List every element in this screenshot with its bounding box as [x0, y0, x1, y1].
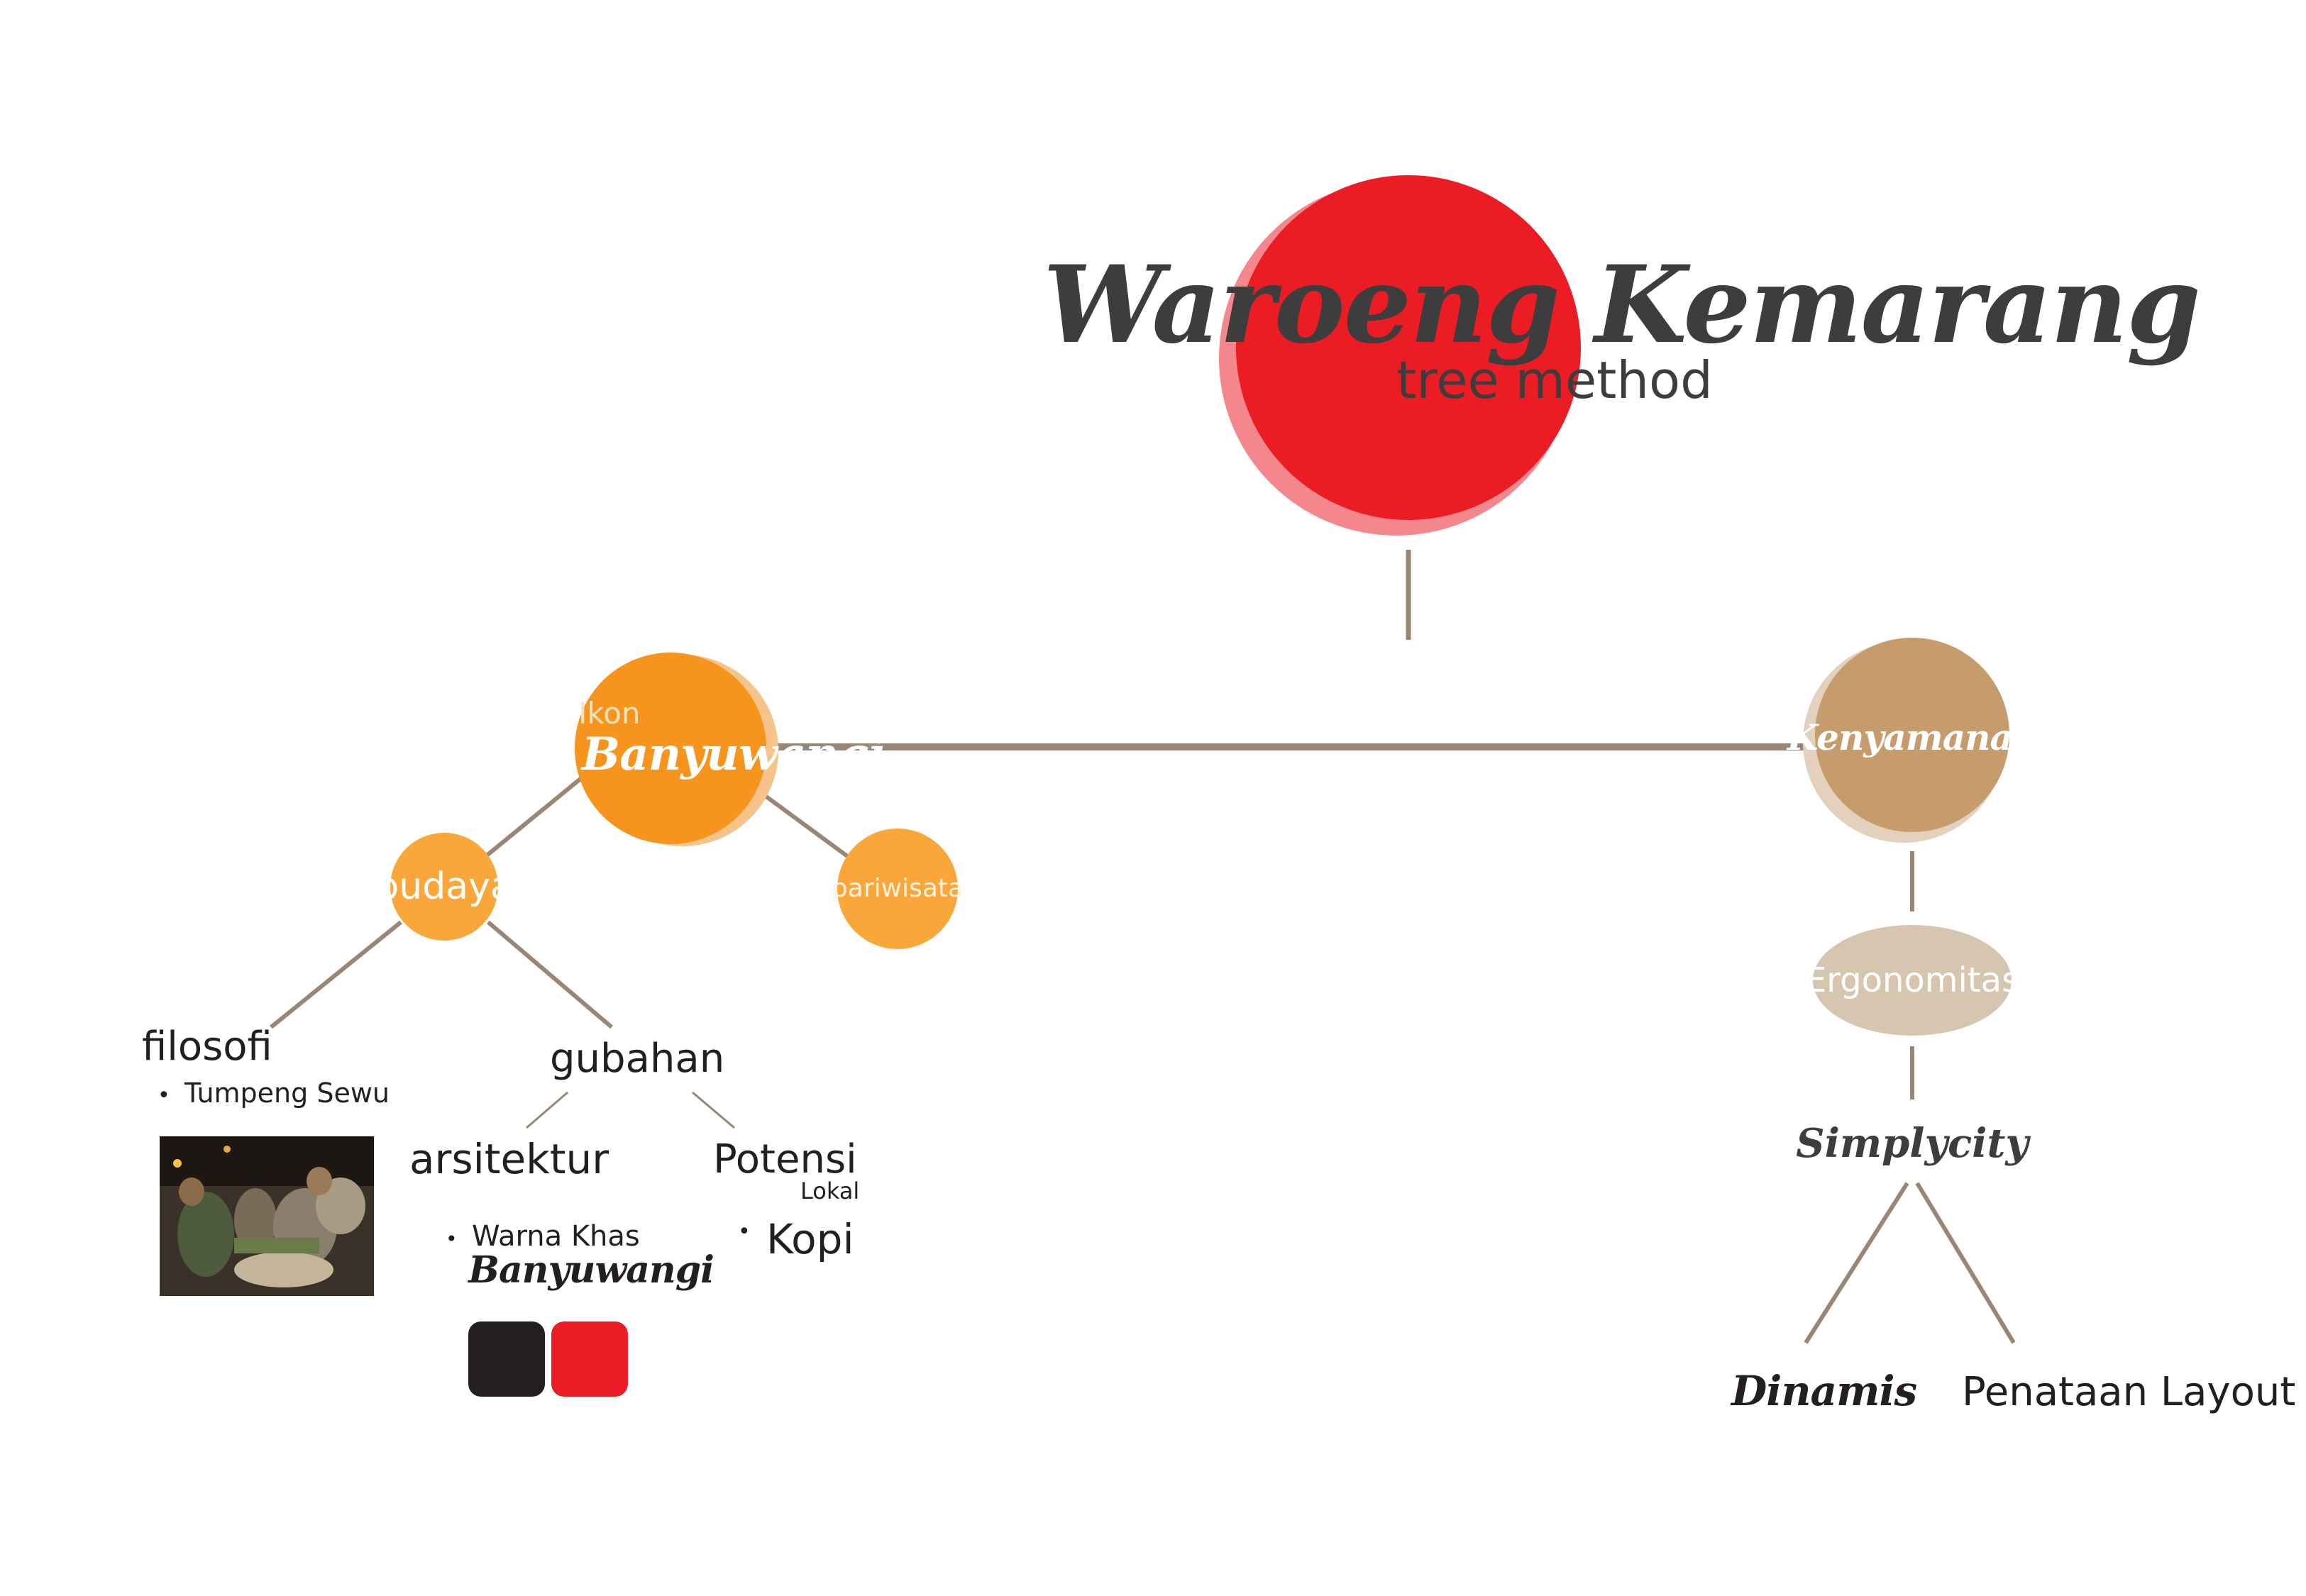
budaya-to-gubahan-line — [487, 920, 613, 1029]
swatch-red — [551, 1321, 628, 1397]
diagram-title: Waroeng Kemarang — [1043, 243, 2201, 367]
ikon-to-pariwisata-line — [754, 787, 856, 864]
ikon-small-label: Ikon — [578, 696, 641, 731]
tumpeng-photo — [160, 1136, 374, 1296]
simplicity-to-dinamis-line — [1804, 1182, 1909, 1344]
pariwisata-node-circle — [837, 829, 958, 949]
ikon-node-circle — [575, 653, 766, 844]
ikon-to-budaya-line — [478, 777, 582, 864]
kenyamanan-node-circle — [1815, 638, 2009, 832]
tumpeng-label: Tumpeng Sewu — [184, 1077, 390, 1109]
gubahan-to-potensi-line — [692, 1091, 735, 1129]
swatch-black — [468, 1321, 545, 1397]
diagram-subtitle: tree method — [1396, 350, 1713, 410]
potensi-label: Potensi — [713, 1136, 857, 1182]
kopi-bullet: • — [738, 1219, 751, 1244]
arsitektur-label: arsitektur — [409, 1135, 609, 1183]
budaya-node-circle — [390, 833, 498, 941]
connector-lines — [270, 550, 2016, 1344]
warna-bullet: • — [446, 1227, 458, 1251]
filosofi-label: filosofi — [142, 1024, 272, 1070]
root-node-circle — [1236, 175, 1581, 520]
ikon-main-label: Banyuwangi — [582, 728, 886, 781]
kenyamanan-label: Kenyamanan — [1787, 716, 2038, 758]
ergonomitas-label: Ergonomitas — [1804, 960, 2020, 1000]
kopi-label: Kopi — [766, 1215, 854, 1263]
gubahan-label: gubahan — [550, 1036, 725, 1082]
tumpeng-bullet: • — [158, 1083, 170, 1108]
simplicity-label: Simplycity — [1796, 1120, 2029, 1167]
dinamis-label: Dinamis — [1731, 1367, 1917, 1415]
penataan-layout-label: Penataan Layout — [1962, 1369, 2296, 1415]
budaya-to-filosofi-line — [270, 920, 402, 1029]
lokal-label: Lokal — [800, 1177, 860, 1204]
warna-banyuwangi-label: Banyuwangi — [468, 1248, 715, 1292]
gubahan-to-arsitektur-line — [526, 1091, 568, 1129]
ergonomitas-node-ellipse — [1813, 925, 2012, 1036]
warna-khas-label: Warna Khas — [472, 1220, 640, 1253]
simplicity-to-penataan-line — [1915, 1182, 2016, 1344]
budaya-label: budaya — [375, 865, 513, 908]
pariwisata-label: pariwisata — [831, 874, 964, 903]
